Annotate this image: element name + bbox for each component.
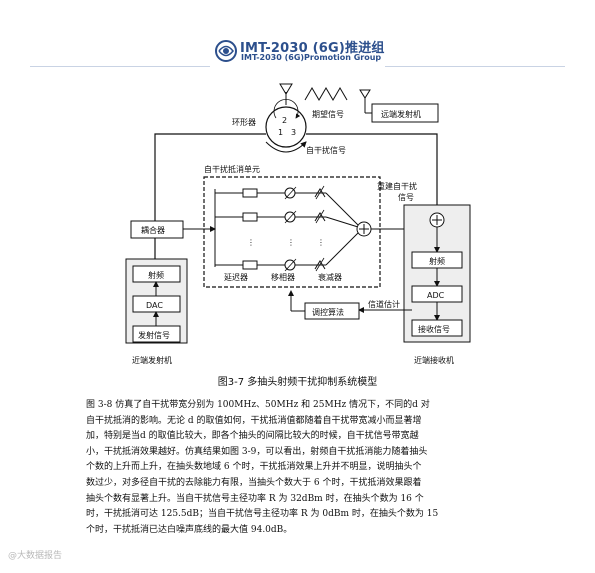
attenuator-icon: [314, 212, 326, 222]
near-tx-label: 近端发射机: [132, 355, 172, 365]
tap-row-n: [215, 232, 359, 272]
circulator-port-2: 2: [282, 116, 287, 125]
remote-tx-label: 远端发射机: [381, 109, 421, 119]
body-line: 个时，干扰抵消已达白噪声底线的最大值 94.0dB。: [86, 524, 293, 535]
body-paragraph: 图 3-8 仿真了自干扰带宽分别为 100MHz、50MHz 和 25MHz 情…: [86, 398, 520, 538]
antenna-icon: [279, 83, 293, 105]
tap-row-1: [215, 185, 359, 226]
imt2030-logo-icon: [215, 40, 237, 62]
tx-signal-block: [132, 325, 181, 343]
body-line: 图 3-8 仿真了自干扰带宽分别为 100MHz、50MHz 和 25MHz 情…: [86, 400, 430, 410]
page-header: IMT-2030 (6G)推进组 IMT-2030 (6G)Promotion …: [0, 0, 595, 70]
near-rx-label: 近端接收机: [414, 355, 454, 365]
expected-signal-label: 期望信号: [312, 109, 344, 119]
system-model-diagram: 期望信号 远端发射机 2 1 3 环形器 自干扰信号 自干扰抵消单元 耦合器 射…: [125, 83, 471, 365]
dac-label: DAC: [146, 301, 163, 310]
canceller-unit-label: 自干扰抵消单元: [204, 164, 260, 174]
attenuator-icon: [314, 260, 326, 270]
tx-signal-label: 发射信号: [138, 330, 170, 340]
circulator-port-1: 1: [278, 128, 283, 137]
channel-est-label: 信道估计: [368, 299, 400, 309]
delay-label: 延迟器: [224, 272, 248, 282]
tap-row-2: [215, 209, 359, 228]
reconstructed-si-label-2: 信号: [398, 192, 414, 202]
self-interference-label: 自干扰信号: [306, 145, 346, 155]
body-line: 时，干扰抵消可达 125.5dB；当自干扰信号主径功率 R 为 0dBm 时，在…: [86, 509, 439, 520]
delay-block: [242, 260, 258, 270]
rx-rf-label: 射频: [429, 256, 445, 266]
phase-label: 移相器: [271, 272, 295, 282]
ellipsis-phase: ⋮: [287, 238, 295, 247]
adc-label: ADC: [427, 291, 445, 300]
attenuator-label: 衰减器: [318, 272, 342, 282]
tx-rf-label: 射频: [148, 270, 164, 280]
body-line: 加，特别是当d 的取值比较大，即各个抽头的间隔比较大的时候，自干扰信号带宽越: [86, 431, 419, 442]
canceller-unit-box: [203, 176, 381, 288]
reconstructed-si-label-1: 重建自干扰: [377, 181, 417, 191]
remote-tx-box: [371, 103, 439, 123]
figure-caption: 图3-7 多抽头射频干扰抑制系统模型: [217, 377, 378, 388]
ellipsis-atten: ⋮: [317, 238, 325, 247]
brand-title: IMT-2030 (6G)推进组: [240, 41, 385, 56]
circulator-icon: [265, 106, 307, 148]
delay-block: [242, 188, 258, 198]
attenuator-icon: [314, 188, 326, 198]
body-line: 自干扰抵消的影响。无论 d 的取值如何，干扰抵消值都随着自干扰带宽减小而显著增: [86, 415, 422, 426]
rx-signal-block: [411, 319, 463, 337]
control-alg-label: 调控算法: [312, 307, 344, 317]
rx-signal-label: 接收信号: [418, 324, 450, 334]
body-line: 抽头个数有显著上升。当自干扰信号主径功率 R 为 32dBm 时，在抽头个数为 …: [86, 493, 424, 504]
circulator-label: 环形器: [232, 118, 256, 127]
header-rule-left: [30, 66, 210, 67]
expected-signal-wave: [304, 87, 348, 101]
brand-subtitle: IMT-2030 (6G)Promotion Group: [241, 53, 382, 62]
delay-block: [242, 212, 258, 222]
body-line: 小，干扰抵消效果越好。仿真结果如图 3-9，可以看出，射频自干扰抵消能力随着抽头: [86, 446, 428, 457]
header-rule-right: [385, 66, 565, 67]
remote-tx-antenna-icon: [359, 89, 372, 114]
ellipsis-delay: ⋮: [247, 238, 255, 247]
watermark: @大数据报告: [8, 551, 63, 561]
circulator-port-3: 3: [291, 128, 296, 137]
body-line: 个数的上升而上升，在抽头数地域 6 个时，干扰抵消效果上升并不明显，说明抽头个: [86, 462, 422, 473]
coupler-label: 耦合器: [141, 225, 165, 235]
body-line: 数过少，对多径自干扰的去除能力有限，当抽头个数大于 6 个时，干扰抵消效果跟着: [86, 477, 422, 488]
